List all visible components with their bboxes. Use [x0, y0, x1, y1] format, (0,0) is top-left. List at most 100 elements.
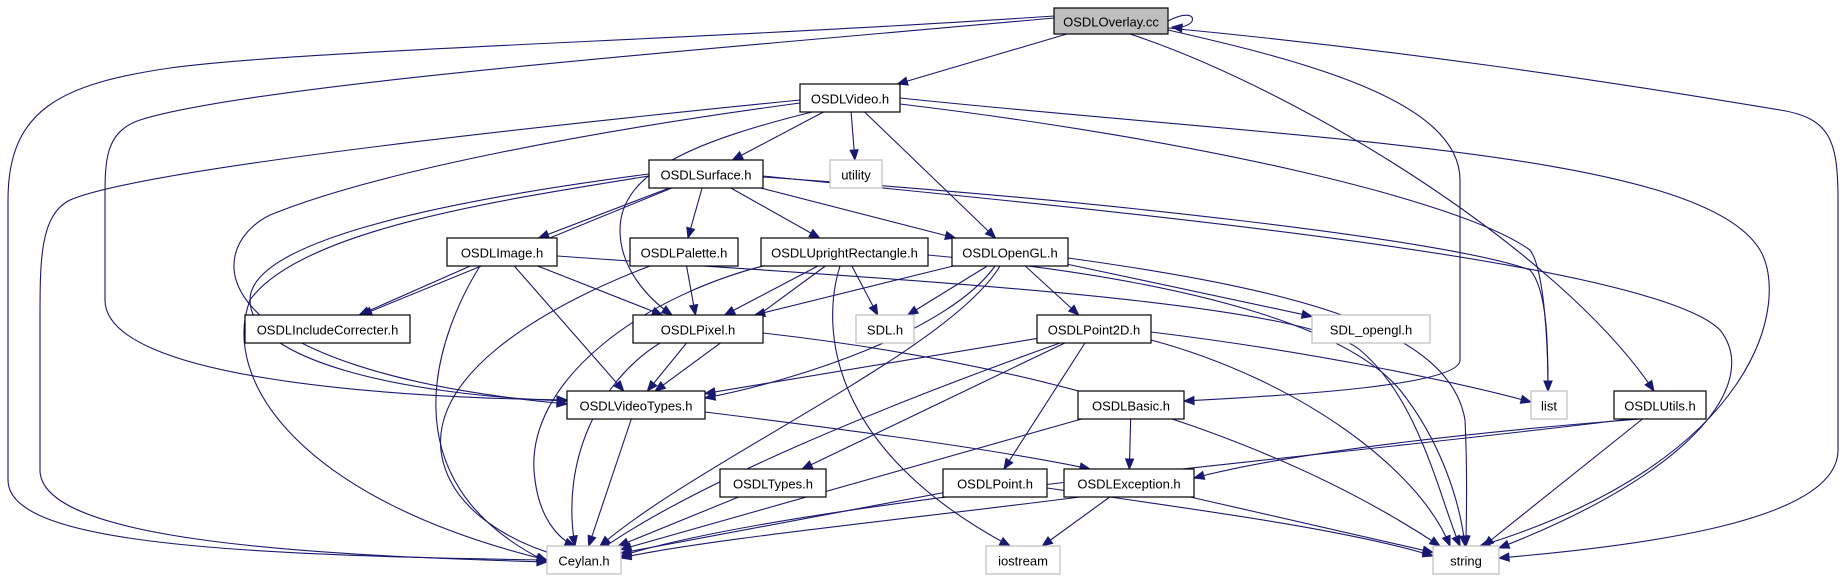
node-root[interactable]: OSDLOverlay.cc — [1053, 7, 1169, 35]
edge-surface-to-videotypes — [249, 173, 650, 406]
node-palette[interactable]: OSDLPalette.h — [629, 237, 739, 267]
node-sdlgl: SDL_opengl.h — [1311, 314, 1431, 344]
node-point[interactable]: OSDLPoint.h — [942, 468, 1048, 498]
edge-line — [435, 265, 548, 563]
edge-surface-to-list — [762, 176, 1553, 393]
edge-point2d-to-videotypes — [703, 337, 1038, 397]
arrowhead — [686, 226, 696, 240]
edge-line — [440, 265, 651, 557]
arrowhead — [849, 149, 859, 162]
node-inccorr[interactable]: OSDLIncludeCorrecter.h — [244, 314, 411, 344]
edge-line — [1067, 263, 1313, 317]
edge-line — [7, 15, 1055, 561]
node-box — [719, 468, 827, 498]
node-box — [1432, 545, 1500, 575]
arrowhead — [1644, 379, 1655, 393]
node-box — [942, 468, 1048, 498]
node-box — [1311, 314, 1431, 344]
node-label: string — [1450, 554, 1482, 569]
node-surface[interactable]: OSDLSurface.h — [648, 159, 764, 189]
edge-line — [1067, 257, 1468, 547]
node-box — [829, 159, 883, 189]
node-box — [244, 314, 411, 344]
edge-image-to-inccorr — [357, 265, 471, 316]
edge-line — [359, 265, 471, 316]
edge-line — [899, 97, 1770, 547]
node-urect[interactable]: OSDLUprightRectangle.h — [760, 237, 929, 267]
edge-surface-to-string — [762, 175, 1733, 549]
node-label: utility — [841, 168, 871, 183]
edge-line — [897, 33, 1068, 85]
edge-line — [801, 342, 1066, 470]
node-image[interactable]: OSDLImage.h — [446, 237, 558, 267]
edge-videotypes-to-ceylan — [587, 418, 632, 548]
node-label: SDL_opengl.h — [1330, 323, 1412, 338]
edge-line — [39, 99, 801, 563]
edge-line — [762, 175, 1733, 549]
edge-line — [1129, 33, 1655, 392]
edge-point2d-to-string — [1150, 339, 1451, 548]
arrowhead — [535, 553, 549, 563]
edge-line — [704, 337, 1038, 395]
edge-pixel-to-videotypes — [646, 342, 688, 393]
edge-video-to-opengl — [864, 111, 997, 239]
edge-line — [233, 102, 801, 405]
edge-line — [1003, 342, 1086, 470]
edge-exception-to-string — [1190, 496, 1435, 555]
arrowhead — [1482, 535, 1495, 547]
edge-line — [1190, 496, 1434, 553]
node-box — [546, 545, 622, 575]
node-label: OSDLPalette.h — [641, 246, 728, 261]
arrowhead — [1041, 535, 1054, 547]
edge-pixel-to-ceylan — [568, 342, 661, 548]
edge-line — [571, 342, 661, 547]
node-label: OSDLTypes.h — [733, 477, 813, 492]
edge-opengl-to-string — [1067, 257, 1471, 548]
arrowhead — [650, 306, 664, 316]
arrowhead — [868, 303, 879, 317]
arrowhead — [984, 227, 997, 239]
arrowhead — [660, 305, 674, 316]
arrowhead — [537, 229, 551, 239]
node-types[interactable]: OSDLTypes.h — [719, 468, 827, 498]
node-videotypes[interactable]: OSDLVideoTypes.h — [566, 390, 706, 420]
node-label: OSDLVideo.h — [811, 92, 889, 107]
arrowhead — [1497, 552, 1510, 562]
arrowhead — [653, 380, 667, 392]
node-utility: utility — [829, 159, 883, 189]
edge-line — [599, 342, 1061, 551]
edge-line — [620, 418, 1082, 551]
edge-exception-to-iostream — [1041, 496, 1111, 547]
node-point2d[interactable]: OSDLPoint2D.h — [1036, 314, 1152, 344]
edge-line — [730, 187, 820, 239]
edge-surface-to-image — [537, 187, 670, 239]
node-pixel[interactable]: OSDLPixel.h — [632, 314, 764, 344]
arrowhead — [731, 150, 745, 161]
edge-line — [754, 265, 954, 316]
node-label: OSDLOpenGL.h — [962, 246, 1057, 261]
edge-line — [724, 265, 819, 316]
node-string: string — [1432, 545, 1500, 575]
edge-image-to-ceylan — [435, 265, 549, 563]
node-video[interactable]: OSDLVideo.h — [799, 83, 901, 113]
node-label: OSDLVideoTypes.h — [580, 399, 693, 414]
edge-basic-to-exception — [1124, 418, 1135, 471]
node-opengl[interactable]: OSDLOpenGL.h — [951, 237, 1069, 267]
edge-point2d-to-point — [1003, 342, 1086, 471]
node-label: OSDLUtils.h — [1624, 399, 1696, 414]
arrowhead — [613, 379, 625, 393]
edge-opengl-to-sdl — [906, 265, 988, 316]
node-box — [1036, 314, 1152, 344]
arrowhead — [587, 534, 597, 548]
node-utils[interactable]: OSDLUtils.h — [1613, 390, 1707, 420]
node-list: list — [1530, 390, 1568, 420]
node-basic[interactable]: OSDLBasic.h — [1077, 390, 1185, 420]
arrowhead — [998, 536, 1012, 547]
node-label: OSDLIncludeCorrecter.h — [257, 323, 399, 338]
edge-line — [927, 254, 1466, 547]
node-box — [1613, 390, 1707, 420]
arrowhead — [1451, 534, 1461, 548]
node-exception[interactable]: OSDLException.h — [1063, 468, 1195, 498]
